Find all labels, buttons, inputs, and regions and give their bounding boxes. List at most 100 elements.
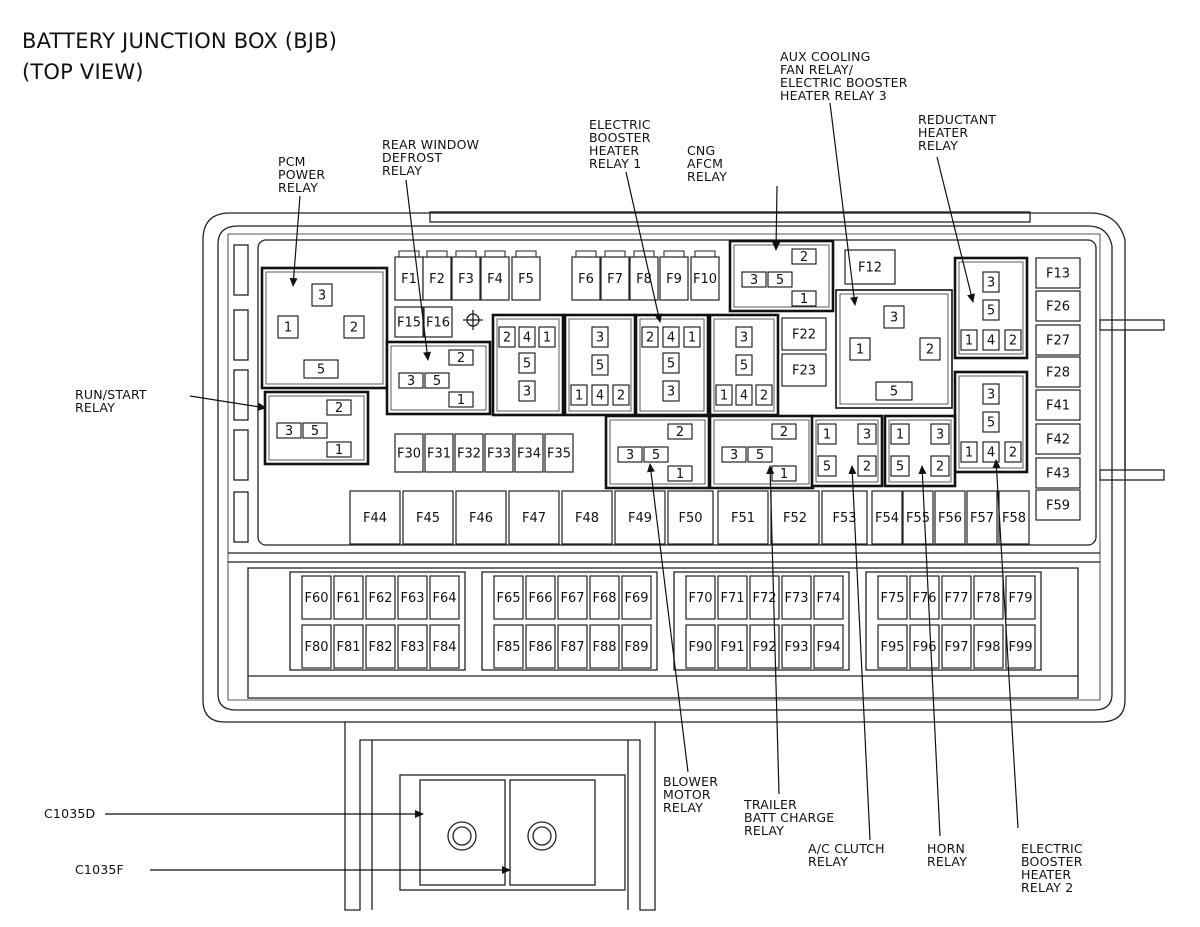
fuse-clip: [663, 250, 685, 258]
fuse-f2: F2: [422, 256, 452, 301]
relay-horn-inner: [888, 419, 952, 483]
relay-rear-window-defrost-pin-label: 5: [433, 374, 441, 389]
fuse-f42: F42: [1035, 423, 1081, 455]
fuse-f30-body: [394, 433, 424, 473]
relay-reductant-heater-pin-label: 5: [987, 304, 995, 319]
relay-electric-booster-heater-2-pin: [960, 441, 978, 463]
relay-center-3-5-142-pin: [591, 384, 609, 406]
fuse-f67-label: F67: [560, 591, 584, 606]
fuse-f72-label: F72: [752, 591, 776, 606]
fuse-clip: [694, 250, 716, 258]
relay-center-3-5-142-pin: [591, 354, 609, 376]
box-housing: [202, 211, 1165, 911]
relay-electric-booster-heater-1-pin-label: 5: [667, 357, 675, 372]
relay-horn-pin-label: 1: [896, 428, 904, 443]
fuse-f68: F68: [589, 575, 620, 620]
relay-f22-side-pin: [735, 384, 753, 406]
fuse-f83-body: [397, 624, 428, 669]
fuse-f6-label: F6: [578, 272, 594, 287]
leader-layer: [105, 102, 1019, 874]
relay-reductant-heater-inner: [958, 261, 1024, 355]
relay-large-center-pin: [919, 337, 941, 361]
leader-run-start: [189, 395, 267, 411]
fuse-f70-label: F70: [688, 591, 712, 606]
fuse-clip: [426, 250, 448, 258]
fuse-f81-body: [333, 624, 364, 669]
fuse-f76-label: F76: [912, 591, 936, 606]
fuse-f26-label: F26: [1046, 300, 1070, 315]
relay-run-start-pin-label: 1: [335, 443, 343, 458]
fuse-f9-label: F9: [666, 272, 682, 287]
leader-pcm-power: [289, 195, 301, 287]
relay-run-start-pin-label: 3: [285, 424, 293, 439]
relay-f22-side-pin-label: 1: [720, 389, 728, 404]
fuse-f13: F13: [1035, 257, 1081, 289]
relay-trailer-batt-charge-pin-label: 5: [756, 448, 764, 463]
relay-cng-afcm-pin-label: 3: [523, 385, 531, 400]
fuse-f52: F52: [770, 490, 820, 545]
relay-aux-cooling-fan-pin-label: 1: [800, 292, 808, 307]
fuse-f43-body: [1035, 457, 1081, 489]
fuse-f32-body: [454, 433, 484, 473]
fuse-f15: F15: [394, 306, 424, 338]
fuse-f73: F73: [781, 575, 812, 620]
fuse-f79: F79: [1005, 575, 1036, 620]
fuse-f70: F70: [685, 575, 716, 620]
fuse-f7-label: F7: [607, 272, 623, 287]
fuse-f76: F76: [909, 575, 940, 620]
fuse-f98-label: F98: [976, 640, 1000, 655]
fuse-f54-body: [871, 490, 903, 545]
relay-electric-booster-heater-2-pin: [982, 411, 1000, 433]
fuse-f77-body: [941, 575, 972, 620]
relay-horn-pin: [930, 423, 950, 445]
title-line-2: (TOP VIEW): [22, 60, 144, 84]
fuse-f42-body: [1035, 423, 1081, 455]
fuse-f16-label: F16: [426, 316, 450, 331]
relay-large-center-pin-label: 1: [856, 343, 864, 358]
callout-c1035d: C1035D: [44, 806, 96, 821]
relay-cng-afcm-pin-label: 4: [523, 331, 531, 346]
fuse-f41: F41: [1035, 389, 1081, 421]
relay-cng-afcm-pin: [498, 326, 516, 348]
fuse-f23: F23: [781, 353, 827, 387]
relay-rear-window-defrost-pin: [448, 349, 474, 366]
fuse-f87-label: F87: [560, 640, 584, 655]
fuse-clip: [515, 250, 537, 258]
relay-electric-booster-heater-2-pin: [982, 441, 1000, 463]
fuse-f99-body: [1005, 624, 1036, 669]
fuse-f27-body: [1035, 324, 1081, 356]
relay-cng-afcm-pin: [518, 352, 536, 374]
fuse-f31: F31: [424, 433, 454, 473]
fuse-f81: F81: [333, 624, 364, 669]
fuse-f93: F93: [781, 624, 812, 669]
leader-trailer: [766, 465, 780, 795]
fuse-f48-label: F48: [575, 511, 599, 526]
fuse-f16: F16: [423, 306, 453, 338]
fuse-f80-body: [301, 624, 332, 669]
relay-electric-booster-heater-2-pin-label: 5: [987, 416, 995, 431]
relay-f22-side-pin-label: 3: [740, 331, 748, 346]
relay-horn-pin: [890, 455, 910, 477]
relay-electric-booster-heater-2-pin-label: 3: [987, 388, 995, 403]
relay-electric-booster-heater-2-pin: [1004, 441, 1022, 463]
fuse-f54-label: F54: [875, 511, 899, 526]
fuse-f64-body: [429, 575, 460, 620]
relay-run-start-pin-label: 5: [311, 424, 319, 439]
relay-center-3-5-142-pin: [570, 384, 588, 406]
relay-horn-pin-label: 5: [896, 460, 904, 475]
fuse-f89-body: [621, 624, 652, 669]
fuse-f2-body: [422, 256, 452, 301]
relay-electric-booster-heater-2-inner: [958, 375, 1024, 469]
relay-electric-booster-heater-1-pin-label: 4: [667, 331, 675, 346]
fuse-f54: F54: [871, 490, 903, 545]
relay-blower-motor-pin: [643, 446, 669, 463]
